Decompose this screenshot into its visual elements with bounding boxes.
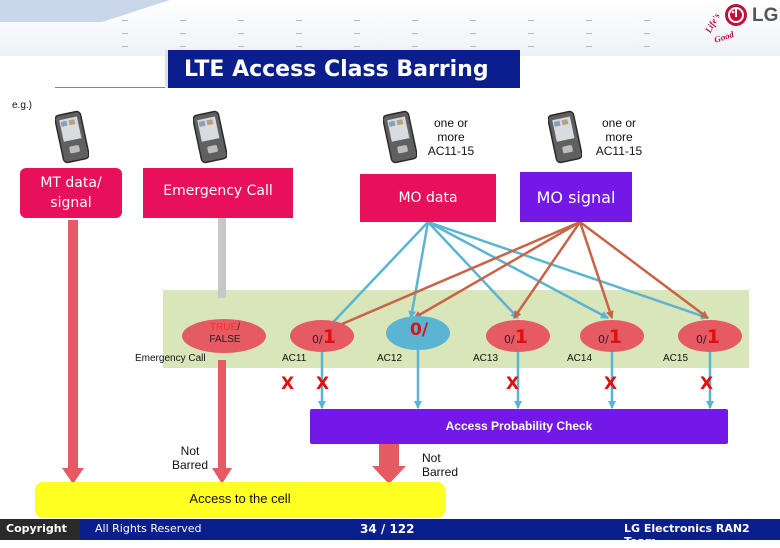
x-mark-emergency: X: [281, 374, 295, 394]
mo-signal-fan: [327, 220, 709, 332]
not-barred-right: Not Barred: [422, 451, 459, 479]
ac15-one: 1: [706, 326, 720, 348]
mt-data-signal-label: MT data/ signal: [40, 175, 102, 211]
ac15-zero: 0/: [696, 333, 707, 346]
mo-signal-box: MO signal: [520, 172, 632, 222]
ac11-value: 0/1: [312, 326, 336, 348]
x-mark-ac15: X: [700, 374, 714, 394]
footer-team: LG Electronics RAN2 Team: [624, 522, 750, 548]
mo-signal-label: MO signal: [536, 187, 616, 207]
access-probability-check-label: Access Probability Check: [445, 419, 593, 433]
apc-inputs: [318, 350, 714, 409]
footer-copyright: Copyright: [6, 522, 67, 535]
phone-icon-emergency: [193, 110, 227, 164]
emergency-flag-slash: /: [237, 322, 240, 333]
mo-data-label: MO data: [398, 190, 458, 206]
ac12-value: 0/: [410, 320, 428, 340]
ac12-zero: 0/: [410, 320, 429, 340]
footer-rights: All Rights Reserved: [95, 522, 202, 535]
footer-page-number: 34 / 122: [360, 522, 415, 536]
x-mark-ac11: X: [316, 374, 330, 394]
x-mark-ac14: X: [604, 374, 618, 394]
emergency-arrow-head: [212, 468, 232, 484]
emergency-call-box: Emergency Call: [143, 168, 293, 218]
emergency-call-label: Emergency Call: [163, 183, 273, 199]
lg-logo: LG Life's Good: [700, 2, 778, 46]
emergency-arrow-shaft: [218, 360, 226, 470]
not-barred-left: Not Barred: [171, 444, 209, 472]
ac12-oval: [386, 316, 450, 350]
apc-arrow-shaft: [379, 444, 399, 468]
page-title-bar: LTE Access Class Barring: [165, 50, 520, 88]
x-mark-ac13: X: [506, 374, 520, 394]
mo-signal-phone-caption: one or more AC11-15: [595, 116, 643, 158]
ac14-oval: [580, 320, 644, 352]
phone-icon-mo-data: [383, 110, 417, 164]
ac15-oval: [678, 320, 742, 352]
access-to-cell-label: Access to the cell: [189, 491, 291, 506]
ac11-zero: 0/: [312, 333, 323, 346]
emergency-flag-false: FALSE: [209, 334, 241, 345]
mo-data-phone-caption: one or more AC11-15: [427, 116, 475, 158]
mt-arrow-head: [62, 468, 84, 484]
mo-data-fan: [321, 220, 709, 335]
mt-data-signal-box: MT data/ signal: [20, 168, 122, 218]
ac13-zero: 0/: [504, 333, 515, 346]
ac13-value: 0/1: [504, 326, 528, 348]
footer-bar: Copyright All Rights Reserved 34 / 122 L…: [0, 519, 780, 548]
logo-brand: LG: [752, 5, 779, 26]
emergency-flag-text: TRUE/ FALSE: [190, 322, 260, 346]
mo-data-box: MO data: [360, 174, 496, 222]
phone-icon-mo-signal: [548, 110, 582, 164]
ac13-oval: [486, 320, 550, 352]
ac13-one: 1: [514, 326, 528, 348]
emergency-flag-oval: [182, 319, 266, 353]
mt-arrow-shaft: [68, 220, 78, 470]
ac11-one: 1: [322, 326, 336, 348]
ac12-label: AC12: [377, 353, 403, 364]
emergency-arrow-gray: [218, 218, 226, 298]
ac13-label: AC13: [473, 353, 499, 364]
ac14-value: 0/1: [598, 326, 622, 348]
ac14-label: AC14: [567, 353, 593, 364]
apc-arrow-head: [372, 466, 406, 484]
ac15-value: 0/1: [696, 326, 720, 348]
access-probability-check-box: Access Probability Check: [310, 409, 728, 444]
emergency-flag-label: Emergency Call: [135, 353, 206, 364]
emergency-flag-true: TRUE: [209, 322, 238, 333]
ac11-oval: [290, 320, 354, 352]
example-label: e.g.): [12, 100, 33, 111]
title-rule: [55, 87, 165, 88]
footer-copyright-tab: [0, 519, 80, 540]
ac15-label: AC15: [663, 353, 689, 364]
ac11-label: AC11: [282, 353, 307, 364]
ac14-one: 1: [608, 326, 622, 348]
page-title: LTE Access Class Barring: [184, 57, 489, 82]
lg-logo-icon: [725, 4, 747, 26]
ac14-zero: 0/: [598, 333, 609, 346]
access-to-cell-box: Access to the cell: [35, 482, 445, 518]
phone-icon-mt: [55, 110, 89, 164]
